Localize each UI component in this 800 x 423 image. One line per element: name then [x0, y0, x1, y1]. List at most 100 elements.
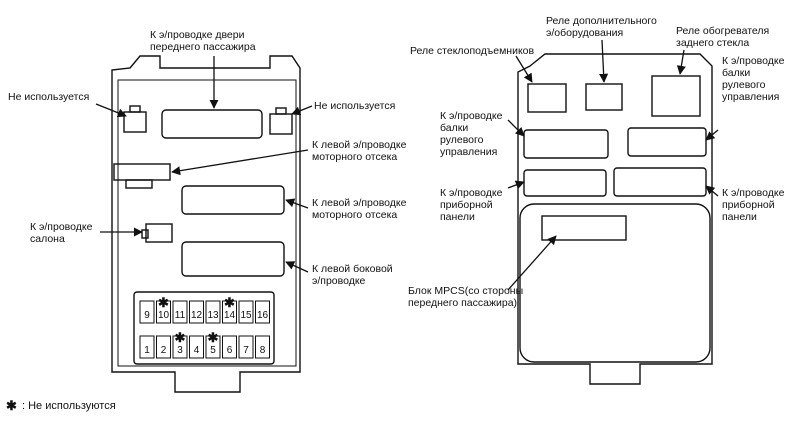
mpcs-block [519, 203, 711, 363]
left-box-outline [111, 55, 301, 393]
unused-connector-right [269, 113, 293, 135]
arrow-dash-left [507, 180, 525, 190]
mpcs-inner [541, 215, 627, 241]
leader-lines [95, 39, 719, 291]
fuse-slot-2 [156, 335, 171, 359]
label-line: э/оборудования [546, 27, 623, 39]
arrow-steering-right [705, 129, 719, 141]
footnote: ✱ : Не используются [6, 398, 116, 413]
salon-connector [145, 223, 173, 243]
fuse-block-frame [133, 291, 275, 365]
engine-connector-2 [181, 185, 285, 215]
arrow-dash-right [705, 185, 719, 197]
label-line: э/проводке [312, 275, 366, 287]
footnote-star-icon: ✱ [6, 398, 17, 413]
engine-connector-1-tab [125, 179, 153, 189]
label-line: Не используется [314, 100, 395, 112]
label-line: К левой э/проводке [312, 197, 407, 209]
fuse-slot-1 [139, 335, 155, 359]
label-line: балки [440, 122, 468, 134]
right-fuse-box [517, 53, 713, 385]
label-line: Реле обогревателя [676, 25, 769, 37]
fuse-slot-10 [156, 300, 171, 324]
fuse-slot-15 [238, 300, 254, 324]
dash-connector-right [613, 167, 707, 197]
fuse-number: 1 [144, 345, 150, 356]
fuse-slot-14 [222, 300, 237, 324]
fuse-number: 8 [260, 345, 266, 356]
fuse-number: 9 [144, 310, 150, 321]
unused-connector-left-tab [129, 105, 141, 113]
label-not-used-right: Не используется [314, 100, 395, 112]
label-line: балки [722, 67, 750, 79]
fuse-slot-7 [238, 335, 254, 359]
aux-relay [585, 83, 623, 111]
fuse-number: 12 [191, 310, 203, 321]
fuse-slot-11 [172, 300, 188, 324]
salon-connector-tab [141, 229, 149, 239]
label-line: К э/проводке [722, 55, 785, 67]
arrow-engine-left-1 [171, 149, 309, 176]
arrow-mpcs [507, 235, 557, 291]
label-line: Реле дополнительного [546, 15, 657, 27]
label-line: рулевого [722, 79, 766, 91]
label-line: переднего пассажира) [408, 297, 517, 309]
label-line: Блок MPCS(со стороны [408, 285, 523, 297]
label-line: Реле стеклоподъемников [410, 45, 535, 57]
label-line: переднего пассажира [150, 41, 256, 53]
arrow-defroster-relay [676, 49, 686, 75]
fuse-number: 13 [207, 310, 219, 321]
fuse-number: 16 [257, 310, 269, 321]
label-line: салона [30, 233, 65, 245]
arrow-side-left [285, 261, 309, 273]
label-line: К э/проводке [440, 187, 503, 199]
arrow-window-relay [515, 55, 533, 83]
fuse-slot-16 [255, 300, 270, 324]
fuse-number: 14 [224, 310, 236, 321]
label-line: приборной [440, 199, 493, 211]
arrow-aux-relay [599, 39, 609, 83]
label-line: управления [722, 91, 779, 103]
unused-connector-right-tab [275, 107, 287, 115]
fuse-number: 6 [227, 345, 233, 356]
steering-connector-left [523, 129, 609, 159]
fuse-slot-8 [255, 335, 270, 359]
label-line: Не используется [8, 91, 89, 103]
defroster-relay [651, 75, 701, 117]
fuse-number: 2 [161, 345, 167, 356]
left-fuse-box [111, 55, 301, 393]
label-line: К э/проводке двери [150, 29, 245, 41]
label-line: моторного отсека [312, 209, 397, 221]
label-line: К э/проводке [30, 221, 93, 233]
dash-connector-left [523, 169, 607, 197]
fuse-slot-9 [139, 300, 155, 324]
label-line: К левой э/проводке [312, 139, 407, 151]
arrow-not-used-right [291, 105, 313, 116]
engine-connector-1 [113, 163, 171, 181]
unused-star-icon: ✱ [158, 295, 169, 310]
fuse-slot-6 [222, 335, 237, 359]
fuse-slot-5 [205, 335, 221, 359]
label-line: моторного отсека [312, 151, 397, 163]
left-box-inner-outline [117, 79, 297, 367]
footnote-text: : Не используются [22, 400, 116, 412]
arrow-not-used-left [95, 103, 127, 118]
label-line: К э/проводке [440, 110, 503, 122]
fuse-slot-3 [172, 335, 188, 359]
fuse-number: 11 [175, 310, 186, 321]
passenger-door-connector [161, 109, 263, 139]
fuse-slot-13 [205, 300, 221, 324]
label-window-relay: Реле стеклоподъемников [410, 45, 535, 57]
